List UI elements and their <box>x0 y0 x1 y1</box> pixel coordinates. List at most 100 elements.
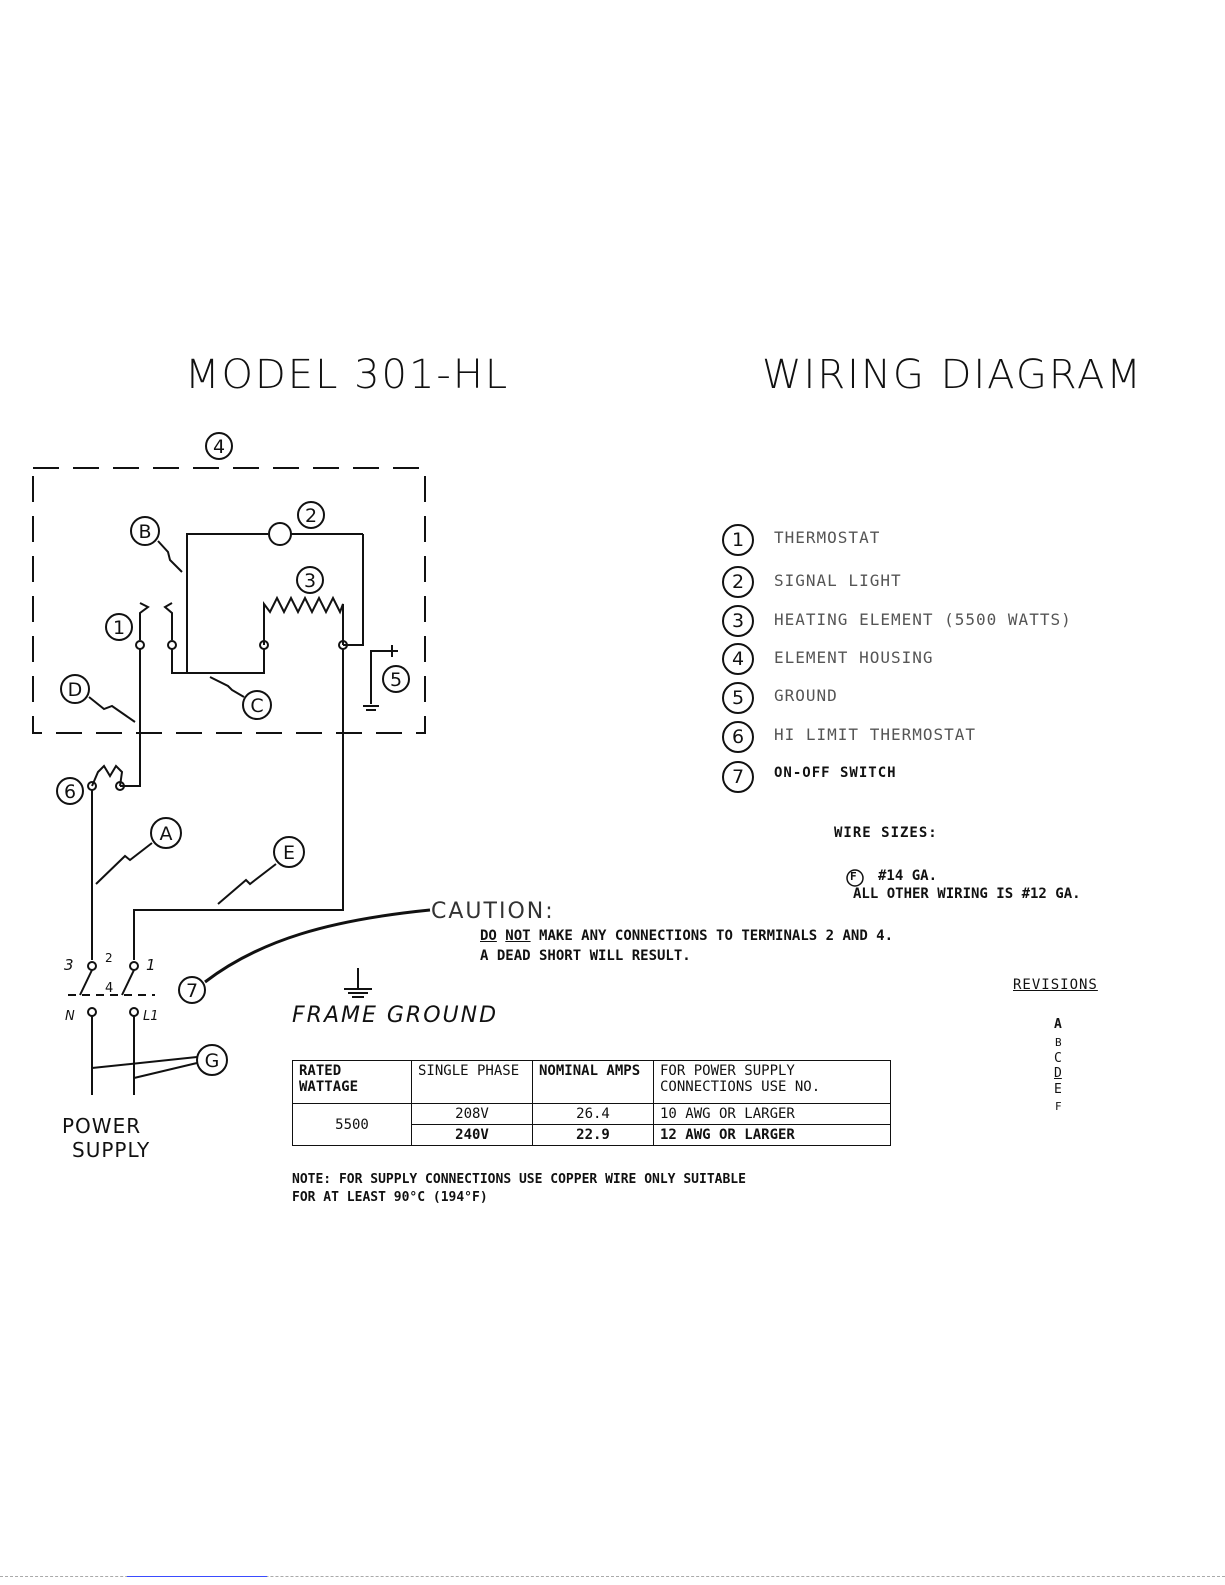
callout-g <box>196 1044 228 1076</box>
legend-text-3: HEATING ELEMENT (5500 WATTS) <box>774 610 1072 629</box>
callout-5 <box>382 665 410 693</box>
table-row: 240V 22.9 12 AWG OR LARGER <box>293 1124 891 1146</box>
callout-1-text: 1 <box>113 617 125 639</box>
cell-conn-208: 10 AWG OR LARGER <box>653 1103 891 1125</box>
header-nominal-amps: NOMINAL AMPS <box>532 1060 654 1104</box>
wire-c <box>171 649 265 674</box>
hi-limit-symbol <box>91 764 124 787</box>
callout-d <box>60 674 90 704</box>
cell-conn-240: 12 AWG OR LARGER <box>653 1124 891 1146</box>
caution-leader <box>204 908 431 984</box>
wire-sizes-heading: WIRE SIZES: <box>834 825 938 841</box>
legend-num-3: 3 <box>722 605 754 637</box>
header-connections: FOR POWER SUPPLY CONNECTIONS USE NO. <box>653 1060 891 1104</box>
legend-text-5: GROUND <box>774 686 838 705</box>
caution-do: DO <box>480 928 497 944</box>
wire-size-f-label: F <box>850 870 857 883</box>
caution-heading: CAUTION: <box>431 899 555 924</box>
model-title: MODEL 301-HL <box>185 352 510 398</box>
legend-num-2: 2 <box>722 566 754 598</box>
callout-6-text: 6 <box>64 781 76 803</box>
callout-c <box>242 690 272 720</box>
callout-d-text: D <box>68 679 83 701</box>
callout-2-text: 2 <box>305 505 317 527</box>
header-rated-wattage: RATED WATTAGE <box>292 1060 412 1104</box>
table-header-row: RATED WATTAGE SINGLE PHASE NOMINAL AMPS … <box>292 1060 891 1104</box>
terminal-l1: L1 <box>143 1009 159 1024</box>
cell-amps-240: 22.9 <box>532 1124 654 1146</box>
wire-e <box>133 649 344 960</box>
legend-text-7: ON-OFF SWITCH <box>774 765 897 781</box>
power-supply-label-2: SUPPLY <box>72 1138 151 1162</box>
heating-element-symbol <box>263 595 344 645</box>
cell-phase-208: 208V <box>411 1103 533 1125</box>
legend-num-4: 4 <box>722 643 754 675</box>
revision-e: E <box>1054 1082 1062 1097</box>
revision-d: D <box>1054 1066 1062 1081</box>
terminal-4: 4 <box>105 981 113 996</box>
revisions-heading: REVISIONS <box>1013 977 1098 993</box>
revision-b: B <box>1055 1036 1062 1049</box>
wire-size-f: #14 GA. <box>878 868 938 884</box>
note-line-1: NOTE: FOR SUPPLY CONNECTIONS USE COPPER … <box>292 1172 746 1187</box>
caution-line-2: A DEAD SHORT WILL RESULT. <box>480 948 691 964</box>
element-housing-outline <box>32 467 426 734</box>
callout-e <box>273 836 305 868</box>
callout-e-text: E <box>283 842 295 864</box>
wire-b <box>186 533 268 673</box>
legend-num-6: 6 <box>722 721 754 753</box>
callout-a-text: A <box>160 823 173 845</box>
callout-4-text: 4 <box>213 436 225 458</box>
legend-text-1: THERMOSTAT <box>774 528 881 547</box>
page-bottom-accent <box>127 1576 267 1577</box>
callout-a <box>150 817 182 849</box>
thermostat-right-contact <box>163 602 173 640</box>
caution-line-1-rest: MAKE ANY CONNECTIONS TO TERMINALS 2 AND … <box>539 928 894 944</box>
thermostat-left-contact <box>139 602 150 640</box>
wire-d <box>120 649 141 787</box>
signal-light-symbol <box>268 522 292 546</box>
cell-amps-208: 26.4 <box>532 1103 654 1125</box>
ratings-table: RATED WATTAGE SINGLE PHASE NOMINAL AMPS … <box>292 1060 891 1146</box>
callout-5-text: 5 <box>390 669 402 691</box>
terminal-n: N <box>65 1009 75 1024</box>
legend-text-4: ELEMENT HOUSING <box>774 648 934 667</box>
header-single-phase: SINGLE PHASE <box>411 1060 533 1104</box>
frame-ground-label: FRAME GROUND <box>292 1003 499 1028</box>
ground-symbol <box>370 650 398 704</box>
revision-f: F <box>1055 1100 1062 1113</box>
revision-c: C <box>1054 1051 1062 1066</box>
terminal-2: 2 <box>105 951 113 965</box>
callout-c-text: C <box>250 695 263 717</box>
wire-size-other: ALL OTHER WIRING IS #12 GA. <box>853 886 1081 902</box>
terminal-3: 3 <box>64 956 74 974</box>
legend-num-1: 1 <box>722 524 754 556</box>
caution-not: NOT <box>505 928 531 944</box>
wire-size-f-circle <box>846 869 864 887</box>
diagram-title: WIRING DIAGRAM <box>762 352 1143 398</box>
cell-wattage: 5500 <box>292 1103 412 1146</box>
legend-text-2: SIGNAL LIGHT <box>774 571 902 590</box>
table-row: 5500 208V 26.4 10 AWG OR LARGER <box>292 1103 891 1146</box>
callout-3-text: 3 <box>304 570 316 592</box>
callout-7-text: 7 <box>186 980 198 1002</box>
callout-b <box>130 516 160 546</box>
legend-num-7: 7 <box>722 761 754 793</box>
legend-text-6: HI LIMIT THERMOSTAT <box>774 725 977 744</box>
legend-num-5: 5 <box>722 682 754 714</box>
terminal-1: 1 <box>146 956 156 974</box>
power-supply-label-1: POWER <box>62 1114 142 1138</box>
callout-7 <box>178 976 206 1004</box>
callout-1 <box>105 613 133 641</box>
cell-phase-240: 240V <box>411 1124 533 1146</box>
callout-6 <box>56 777 84 805</box>
callout-b-text: B <box>138 521 151 543</box>
callout-g-text: G <box>205 1050 220 1072</box>
callout-3 <box>296 566 324 594</box>
page-bottom-rule <box>0 1576 1225 1577</box>
callout-2 <box>297 501 325 529</box>
note-line-2: FOR AT LEAST 90°C (194°F) <box>292 1190 488 1205</box>
revision-a: A <box>1054 1017 1062 1032</box>
callout-4 <box>205 432 233 460</box>
